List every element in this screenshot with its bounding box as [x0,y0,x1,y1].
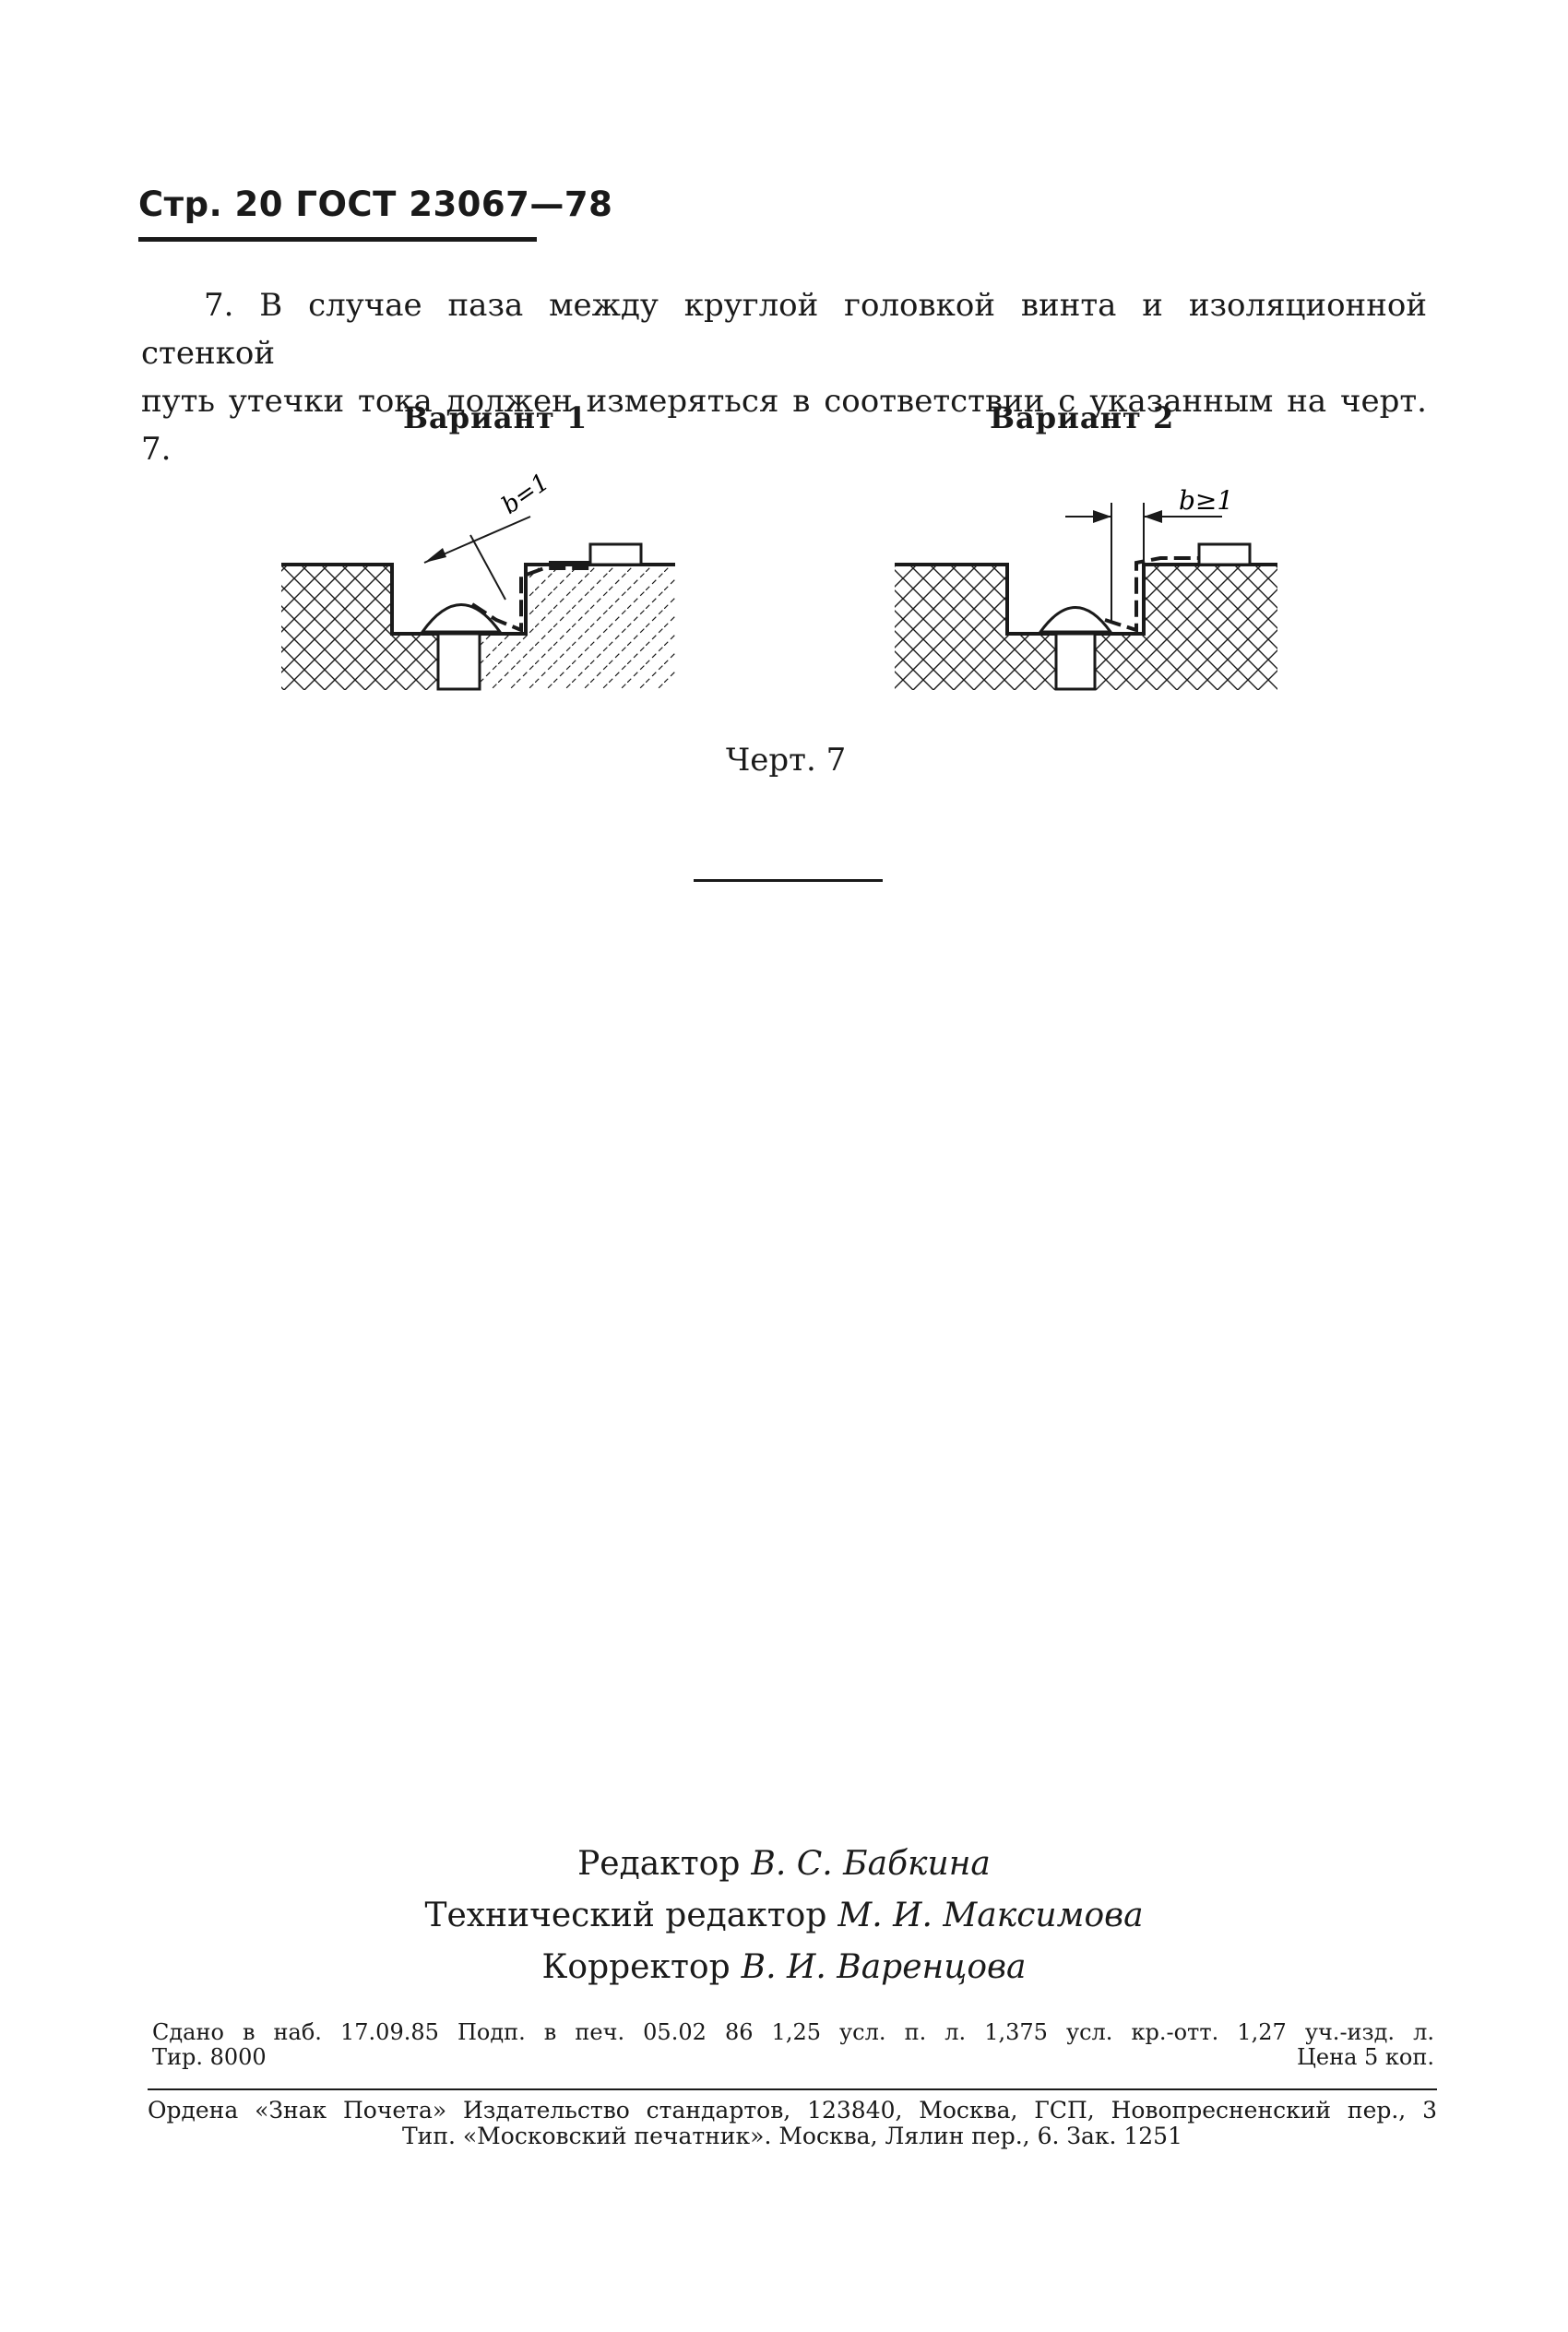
v2-dimension-label: b≥1 [1179,485,1233,516]
credit-tech-editor-role: Технический редактор [424,1897,827,1934]
v2-screw-head [1038,606,1113,634]
credit-tech-editor-name: М. И. Максимова [837,1897,1144,1934]
v2-extension-lines [1111,503,1145,623]
v1-dimension-label: b=1 [497,469,554,520]
v1-screw-head [420,603,503,634]
credit-proofreader-role: Корректор [541,1948,731,1986]
variant-2-label: Вариант 2 [990,400,1175,435]
imprint-block: Сдано в наб. 17.09.85 Подп. в печ. 05.02… [152,2020,1434,2070]
v2-right-block [1095,565,1277,690]
v1-arrow-head [424,548,446,563]
publisher-block: Ордена «Знак Почета» Издательство станда… [148,2098,1437,2149]
credit-proofreader: Корректор В. И. Варенцова [323,1942,1245,1993]
credit-tech-editor: Технический редактор М. И. Максимова [323,1890,1245,1942]
paragraph-line-1: 7. В случае паза между круглой головкой … [141,287,1427,372]
publisher-line-1: Ордена «Знак Почета» Издательство станда… [148,2097,1437,2124]
credit-editor-role: Редактор [577,1845,741,1883]
imprint-line-2: Тир. 8000 Цена 5 коп. [152,2045,1434,2070]
credit-proofreader-name: В. И. Варенцова [741,1948,1027,1986]
v1-right-block [480,565,675,690]
v1-left-block [281,565,438,690]
imprint-price: Цена 5 коп. [1296,2044,1434,2070]
credits-block: Редактор В. С. Бабкина Технический редакт… [323,1838,1245,1993]
v2-arrow-heads [1093,510,1162,523]
v2-creepage-path [1104,556,1199,633]
imprint-circulation: Тир. 8000 [152,2044,267,2070]
section-end-rule [694,879,883,882]
drawing-7: b=1 b≥1 [281,469,1277,691]
credit-editor: Редактор В. С. Бабкина [323,1838,1245,1890]
v1-screw-shank [436,632,481,691]
v1-terminal-plate [588,542,643,566]
page-header: Стр. 20 ГОСТ 23067—78 [138,184,613,224]
variant-2-drawing: b≥1 [895,485,1277,691]
variant-1-drawing: b=1 [281,469,675,691]
imprint-rule [148,2088,1437,2090]
credit-editor-name: В. С. Бабкина [751,1845,991,1883]
imprint-line-1: Сдано в наб. 17.09.85 Подп. в печ. 05.02… [152,2019,1434,2045]
paragraph-line-2: путь утечки тока должен измеряться в соо… [141,383,1427,468]
publisher-line-2: Тип. «Московский печатник». Москва, Ляли… [401,2123,1182,2149]
v2-left-block [895,565,1056,690]
v1-creepage-path [470,566,590,633]
header-underline [138,237,537,242]
v2-terminal-plate [1197,542,1252,566]
variant-1-label: Вариант 1 [403,400,588,435]
v2-screw-shank [1054,632,1097,691]
figure-caption: Черт. 7 [726,742,847,779]
clause-7-paragraph: 7. В случае паза между круглой головкой … [141,281,1427,473]
